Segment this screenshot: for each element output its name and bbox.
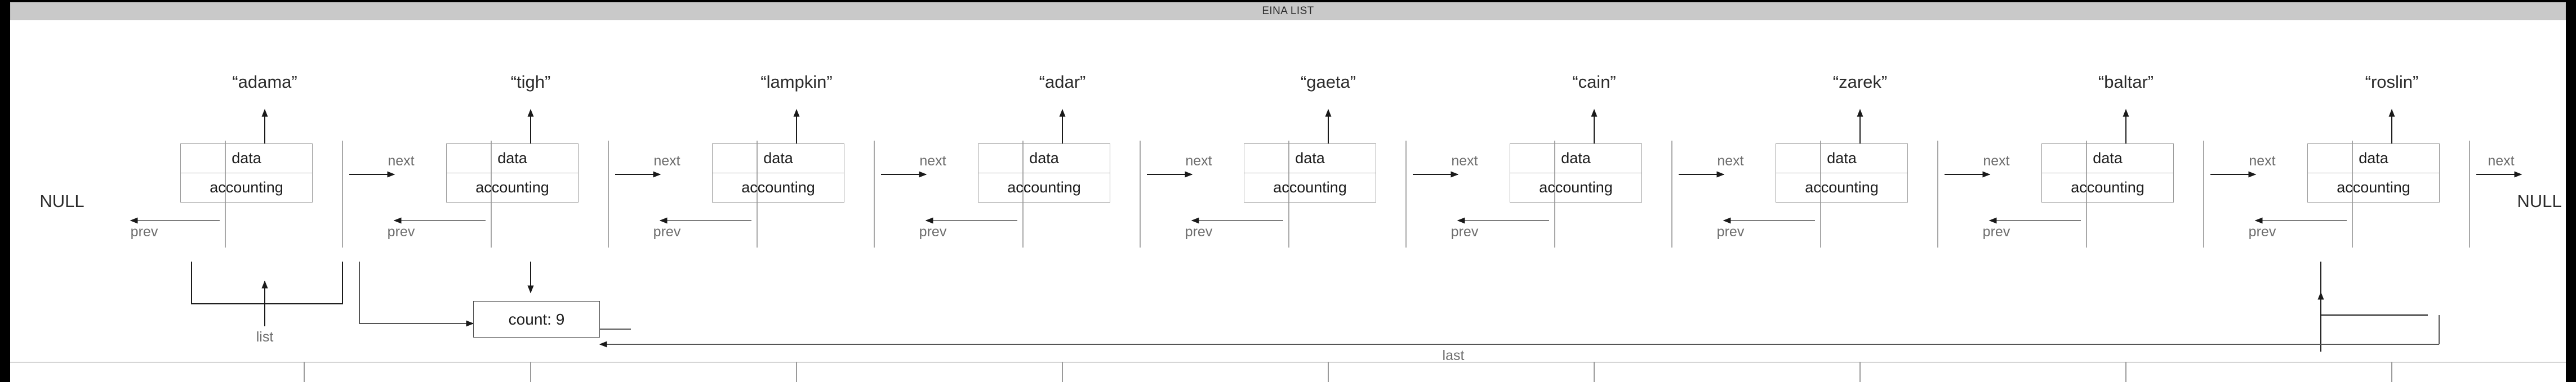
list-node-8[interactable]: data accounting	[2041, 143, 2174, 203]
node-1-accounting-cell: accounting	[210, 178, 283, 196]
edge-label-next-3: next	[919, 153, 946, 169]
node-value-label-4: “adar”	[1039, 72, 1086, 92]
node-7-data-cell: data	[1776, 144, 1907, 173]
bottom-separator-strip	[10, 362, 2566, 382]
node-value-label-7: “zarek”	[1832, 72, 1888, 92]
edge-label-prev-7: prev	[1716, 224, 1745, 240]
edge-label-next-7: next	[1983, 153, 2010, 169]
null-terminator-right: NULL	[2517, 191, 2562, 211]
node-7-accounting-cell: accounting	[1805, 178, 1879, 196]
window-titlebar: EINA LIST	[10, 2, 2566, 20]
edge-label-next-5: next	[1451, 153, 1478, 169]
list-node-6[interactable]: data accounting	[1510, 143, 1642, 203]
node-value-label-9: “roslin”	[2365, 72, 2419, 92]
edge-label-next-8: next	[2249, 153, 2276, 169]
node-value-label-1: “adama”	[232, 72, 297, 92]
node-5-accounting-cell: accounting	[1273, 178, 1347, 196]
list-node-5[interactable]: data accounting	[1244, 143, 1376, 203]
node-9-data-cell: data	[2308, 144, 2439, 173]
edge-label-prev-5: prev	[1185, 224, 1213, 240]
node-2-data-cell: data	[447, 144, 578, 173]
edge-label-prev-1: prev	[130, 224, 158, 240]
list-node-3[interactable]: data accounting	[712, 143, 844, 203]
edge-label-next-2: next	[653, 153, 680, 169]
node-3-data-cell: data	[713, 144, 844, 173]
node-8-data-cell: data	[2042, 144, 2173, 173]
node-4-accounting-cell: accounting	[1007, 178, 1081, 196]
node-6-data-cell: data	[1510, 144, 1641, 173]
list-node-9[interactable]: data accounting	[2307, 143, 2440, 203]
edge-label-prev-8: prev	[1982, 224, 2010, 240]
node-2-accounting-cell: accounting	[475, 178, 549, 196]
node-value-label-3: “lampkin”	[760, 72, 833, 92]
edge-label-prev-3: prev	[653, 224, 681, 240]
node-value-label-2: “tigh”	[510, 72, 551, 92]
edge-label-prev-9: prev	[2248, 224, 2276, 240]
window-title: EINA LIST	[1262, 5, 1314, 17]
list-node-7[interactable]: data accounting	[1776, 143, 1908, 203]
node-value-label-5: “gaeta”	[1300, 72, 1356, 92]
node-3-accounting-cell: accounting	[741, 178, 815, 196]
node-1-data-cell: data	[181, 144, 312, 173]
list-node-2[interactable]: data accounting	[446, 143, 579, 203]
node-4-data-cell: data	[978, 144, 1110, 173]
accounting-count-box[interactable]: count: 9	[473, 301, 600, 338]
list-node-4[interactable]: data accounting	[978, 143, 1110, 203]
node-9-accounting-cell: accounting	[2337, 178, 2410, 196]
edge-label-next-4: next	[1185, 153, 1212, 169]
list-node-1[interactable]: data accounting	[180, 143, 313, 203]
node-5-data-cell: data	[1244, 144, 1376, 173]
edge-label-list: list	[256, 329, 274, 345]
edge-label-next-9: next	[2488, 153, 2515, 169]
edge-label-prev-2: prev	[387, 224, 415, 240]
node-8-accounting-cell: accounting	[2071, 178, 2145, 196]
edge-label-next-1: next	[388, 153, 415, 169]
accounting-count-label: count: 9	[508, 310, 565, 328]
null-terminator-left: NULL	[39, 191, 84, 211]
edge-label-prev-6: prev	[1451, 224, 1479, 240]
node-value-label-6: “cain”	[1572, 72, 1616, 92]
edge-label-last: last	[1442, 348, 1465, 363]
edge-label-prev-4: prev	[919, 224, 947, 240]
node-6-accounting-cell: accounting	[1539, 178, 1613, 196]
node-value-label-8: “baltar”	[2098, 72, 2154, 92]
edge-label-next-6: next	[1717, 153, 1744, 169]
